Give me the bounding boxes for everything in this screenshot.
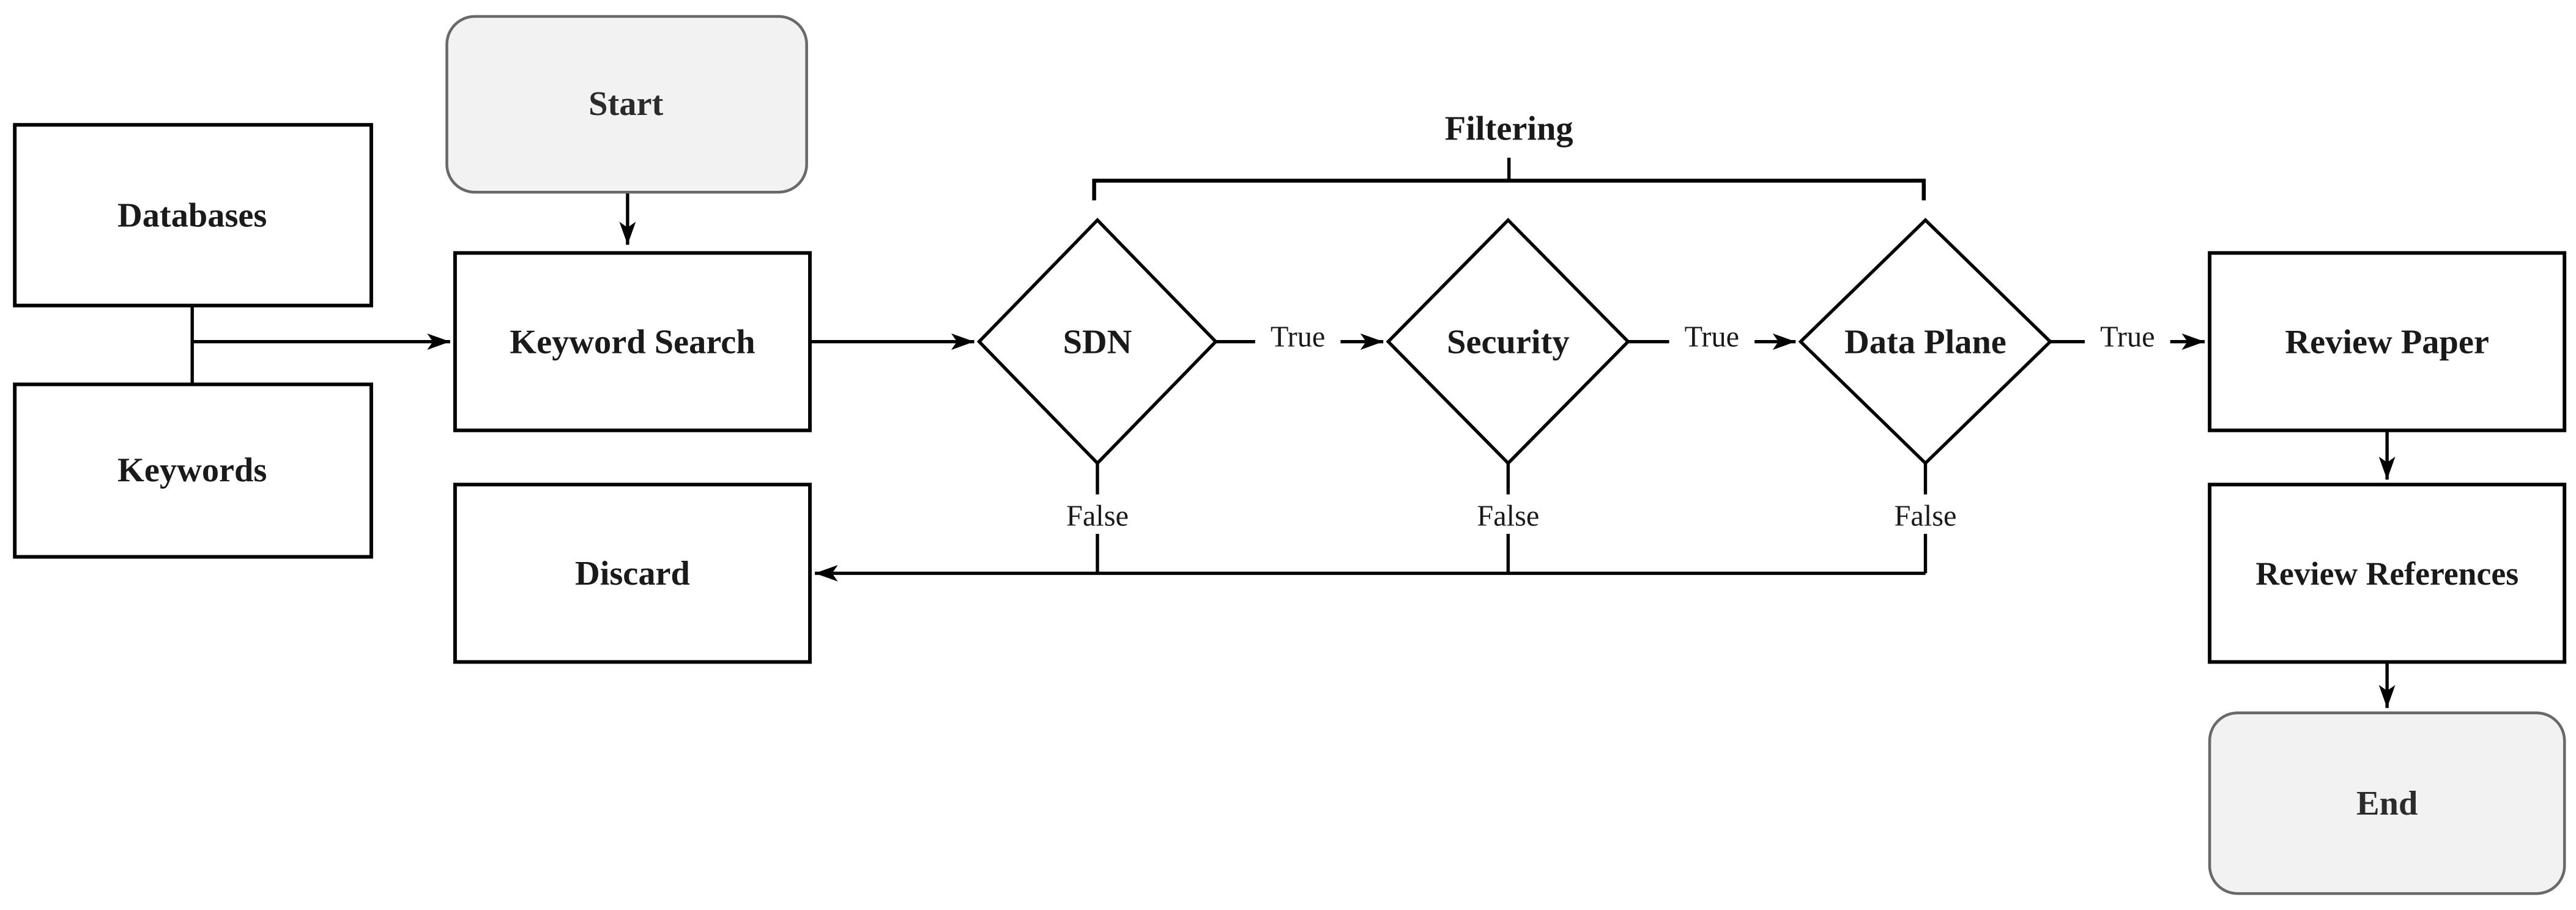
- security-false-label-bg: [1467, 494, 1550, 534]
- databases-node: [13, 123, 373, 308]
- start-node: [445, 15, 808, 194]
- data-plane-true-label: True: [2100, 321, 2155, 353]
- security-true-label-bg: [1669, 315, 1755, 357]
- sdn-decision-node: [976, 218, 1219, 466]
- data-plane-false-label-bg: [1884, 494, 1967, 534]
- data-plane-decision-node: [1798, 218, 2053, 466]
- discard-node: [453, 483, 812, 664]
- filtering-bracket: [1092, 179, 1926, 201]
- sdn-label: SDN: [1063, 323, 1132, 361]
- keywords-node: [13, 382, 373, 559]
- start-label: Start: [588, 85, 663, 123]
- review-paper-node: [2208, 251, 2567, 432]
- security-decision-node: [1386, 218, 1631, 466]
- security-true-label: True: [1685, 321, 1740, 353]
- data-plane-true-label-bg: [2085, 315, 2170, 357]
- security-false-label: False: [1477, 500, 1539, 532]
- data-plane-false-label: False: [1895, 500, 1957, 532]
- security-label: Security: [1447, 323, 1569, 361]
- review-references-node: [2208, 483, 2567, 664]
- keywords-label: Keywords: [117, 451, 267, 489]
- review-references-label: Review References: [2255, 555, 2518, 592]
- discard-label: Discard: [575, 555, 690, 593]
- sdn-false-label-bg: [1056, 494, 1139, 534]
- end-label: End: [2356, 785, 2418, 823]
- databases-label: Databases: [117, 197, 267, 235]
- end-node: [2208, 711, 2566, 895]
- keyword-search-node: [453, 251, 812, 432]
- filtering-group-label: Filtering: [1445, 109, 1573, 147]
- review-paper-label: Review Paper: [2285, 323, 2489, 361]
- data-plane-label: Data Plane: [1844, 323, 2006, 361]
- sdn-false-label: False: [1066, 500, 1129, 532]
- sdn-true-label-bg: [1255, 315, 1341, 357]
- sdn-true-label: True: [1271, 321, 1326, 353]
- keyword-search-label: Keyword Search: [510, 323, 755, 361]
